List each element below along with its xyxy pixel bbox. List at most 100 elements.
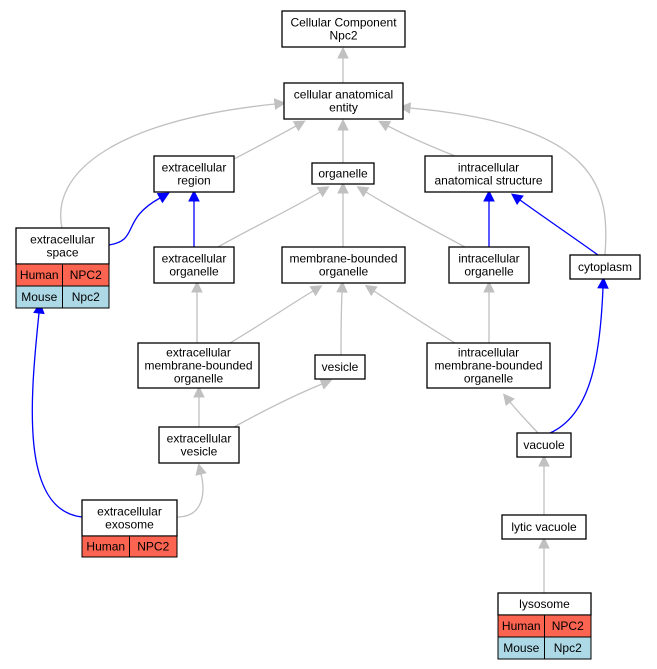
node-box xyxy=(281,10,406,48)
edge-org-to-cae xyxy=(337,118,349,163)
node-label-line: organelle xyxy=(318,167,368,181)
edge-ves-to-mbo xyxy=(336,280,348,356)
node-box xyxy=(281,246,406,284)
node-label-line: lytic vacuole xyxy=(511,520,577,534)
node-box xyxy=(158,426,240,464)
edge-mbo-to-org xyxy=(337,181,349,247)
species-name: Human xyxy=(86,540,125,554)
edge-cyto-to-cae xyxy=(398,102,607,256)
edge-arrowhead xyxy=(398,102,412,114)
gene-symbol: NPC2 xyxy=(552,619,584,633)
edge-vac-to-icmbo xyxy=(503,393,539,434)
edge-line xyxy=(31,312,83,518)
node-box xyxy=(137,342,260,389)
edge-ias-to-cae xyxy=(378,120,456,157)
node-label-line: organelle xyxy=(319,265,369,279)
node-vac[interactable]: vacuole xyxy=(516,432,572,458)
edge-arrowhead xyxy=(309,285,323,297)
species-name: Human xyxy=(20,268,59,282)
edge-lyso-to-lytic xyxy=(538,536,550,593)
node-label-line: extracellular xyxy=(97,505,162,519)
node-label-line: vesicle xyxy=(181,445,218,459)
edge-arrowhead xyxy=(316,186,330,198)
edge-arrowhead xyxy=(337,181,349,194)
node-label-line: organelle xyxy=(464,265,514,279)
gene-symbol: Npc2 xyxy=(554,641,582,655)
edge-arrowhead xyxy=(188,189,200,202)
node-label-line: anatomical structure xyxy=(434,174,542,188)
edge-arrowhead xyxy=(337,118,349,131)
node-ves[interactable]: vesicle xyxy=(314,354,366,380)
edge-line xyxy=(549,287,604,434)
edge-ico-to-ias xyxy=(483,189,495,247)
gene-cell xyxy=(544,636,592,660)
node-box xyxy=(314,354,366,380)
edge-arrowhead xyxy=(336,280,348,293)
edge-arrowhead xyxy=(364,284,378,297)
edge-ecs-to-ecr xyxy=(108,192,170,246)
edge-line xyxy=(409,107,607,256)
edge-arrowhead xyxy=(503,393,515,407)
node-org[interactable]: organelle xyxy=(311,162,375,185)
edge-arrowhead xyxy=(191,280,203,293)
edge-line xyxy=(509,401,539,434)
node-box xyxy=(501,514,587,540)
edge-arrowhead xyxy=(483,189,495,202)
edge-line xyxy=(340,291,343,356)
edge-arrowhead xyxy=(319,378,333,390)
edge-line xyxy=(519,199,599,256)
node-label-line: Npc2 xyxy=(329,29,357,43)
node-label-line: extracellular xyxy=(162,161,227,175)
node-label-line: entity xyxy=(329,101,358,115)
edge-vac-to-cyto xyxy=(549,276,609,434)
node-label-line: space xyxy=(46,246,78,260)
edge-line xyxy=(373,290,456,344)
node-label-line: cytoplasm xyxy=(578,260,632,274)
node-label-line: intracellular xyxy=(458,346,519,360)
edge-arrowhead xyxy=(483,280,495,293)
node-box xyxy=(569,254,641,280)
node-label-line: extracellular xyxy=(30,233,95,247)
node-label-line: membrane-bounded xyxy=(289,252,397,266)
edge-ecmbo-to-eco xyxy=(191,280,203,343)
edge-arrowhead xyxy=(378,120,392,132)
node-cyto[interactable]: cytoplasm xyxy=(569,254,641,280)
node-label-line: cellular anatomical xyxy=(294,88,393,102)
node-label-line: Cellular Component xyxy=(290,16,397,30)
node-lytic[interactable]: lytic vacuole xyxy=(501,514,587,540)
edge-line xyxy=(387,125,456,157)
edge-line xyxy=(176,473,204,518)
node-label-line: lysosome xyxy=(519,597,570,611)
node-box xyxy=(153,246,235,284)
edge-ecv-to-ves xyxy=(233,378,333,428)
edge-cae-to-root xyxy=(337,46,349,83)
edge-ecs-to-cae xyxy=(60,98,287,229)
edge-exo-to-ecv xyxy=(176,463,207,518)
node-label-line: organelle xyxy=(464,372,514,386)
edge-line xyxy=(233,125,297,160)
edge-line xyxy=(365,191,466,248)
node-label-line: vacuole xyxy=(523,438,565,452)
edge-line xyxy=(217,191,321,248)
gene-symbol: Npc2 xyxy=(72,290,100,304)
node-label-line: intracellular xyxy=(458,161,519,175)
edge-ecmbo-to-mbo xyxy=(229,285,323,344)
